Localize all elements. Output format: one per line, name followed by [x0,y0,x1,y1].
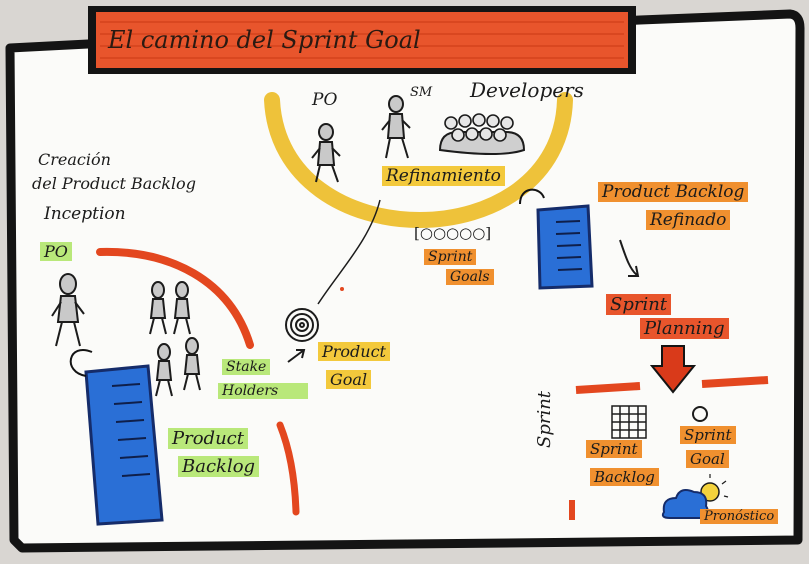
sprint-backlog-grid-icon [611,405,647,439]
sprint-backlog-line2: Backlog [590,468,659,486]
product-goal-line2: Goal [326,370,372,389]
board-frame [5,9,805,553]
red-stroke [276,421,300,516]
inception-po-label: PO [40,242,72,261]
sprint-goals-bracket: [○○○○○] [414,224,492,242]
stakeholders-line1: Stake [222,359,271,375]
product-goal-line1: Product [318,342,390,361]
role-po-label: PO [312,90,338,110]
planning-down-arrow-icon [649,345,697,394]
product-goal-target-icon [285,308,319,342]
po-inception-figure-icon [51,273,85,347]
backlog-refined-line2: Refinado [646,210,731,230]
sprint-goal-line2: Goal [686,450,729,468]
refined-backlog-block-icon [536,204,594,290]
inception-arc [96,247,254,349]
backlog-refined-line1: Product Backlog [598,182,749,202]
refinement-label: Refinamiento [382,166,505,186]
stakeholders-line2: Holders [218,383,309,399]
sprint-goal-line1: Sprint [680,426,736,444]
sprint-backlog-line1: Sprint [586,440,642,458]
sprint-planning-line1: Sprint [606,294,672,315]
inception-line3: Inception [44,204,126,224]
stakeholder-figures-icon [149,281,201,397]
sprint-planning-line2: Planning [640,318,729,339]
inception-line2: del Product Backlog [32,174,196,193]
inception-line1: Creación [38,150,111,169]
sprint-vertical-label: Sprint [534,390,555,448]
role-sm-label: SM [410,85,433,100]
refinement-arc [264,92,573,228]
sprint-goals-line2: Goals [446,269,494,285]
arrow-to-planning-icon [619,239,640,277]
arrow-to-goal-icon [287,349,306,363]
po-figure-icon [311,123,341,183]
sprint-goals-line1: Sprint [424,249,477,265]
product-backlog-line2: Backlog [178,456,260,477]
developers-group-icon [438,113,526,155]
goal-link-line [317,199,381,305]
page-title: El camino del Sprint Goal [108,26,421,54]
role-developers-label: Developers [470,78,584,102]
sm-figure-icon [381,95,411,159]
sprint-goal-icon [692,406,708,422]
product-backlog-block-icon [84,364,164,526]
refine-loop-arrow-icon [519,188,545,205]
loop-arrow-icon [69,349,93,377]
product-backlog-line1: Product [168,428,248,449]
forecast-label: Pronóstico [700,509,779,524]
forecast-weather-icon [661,474,729,519]
